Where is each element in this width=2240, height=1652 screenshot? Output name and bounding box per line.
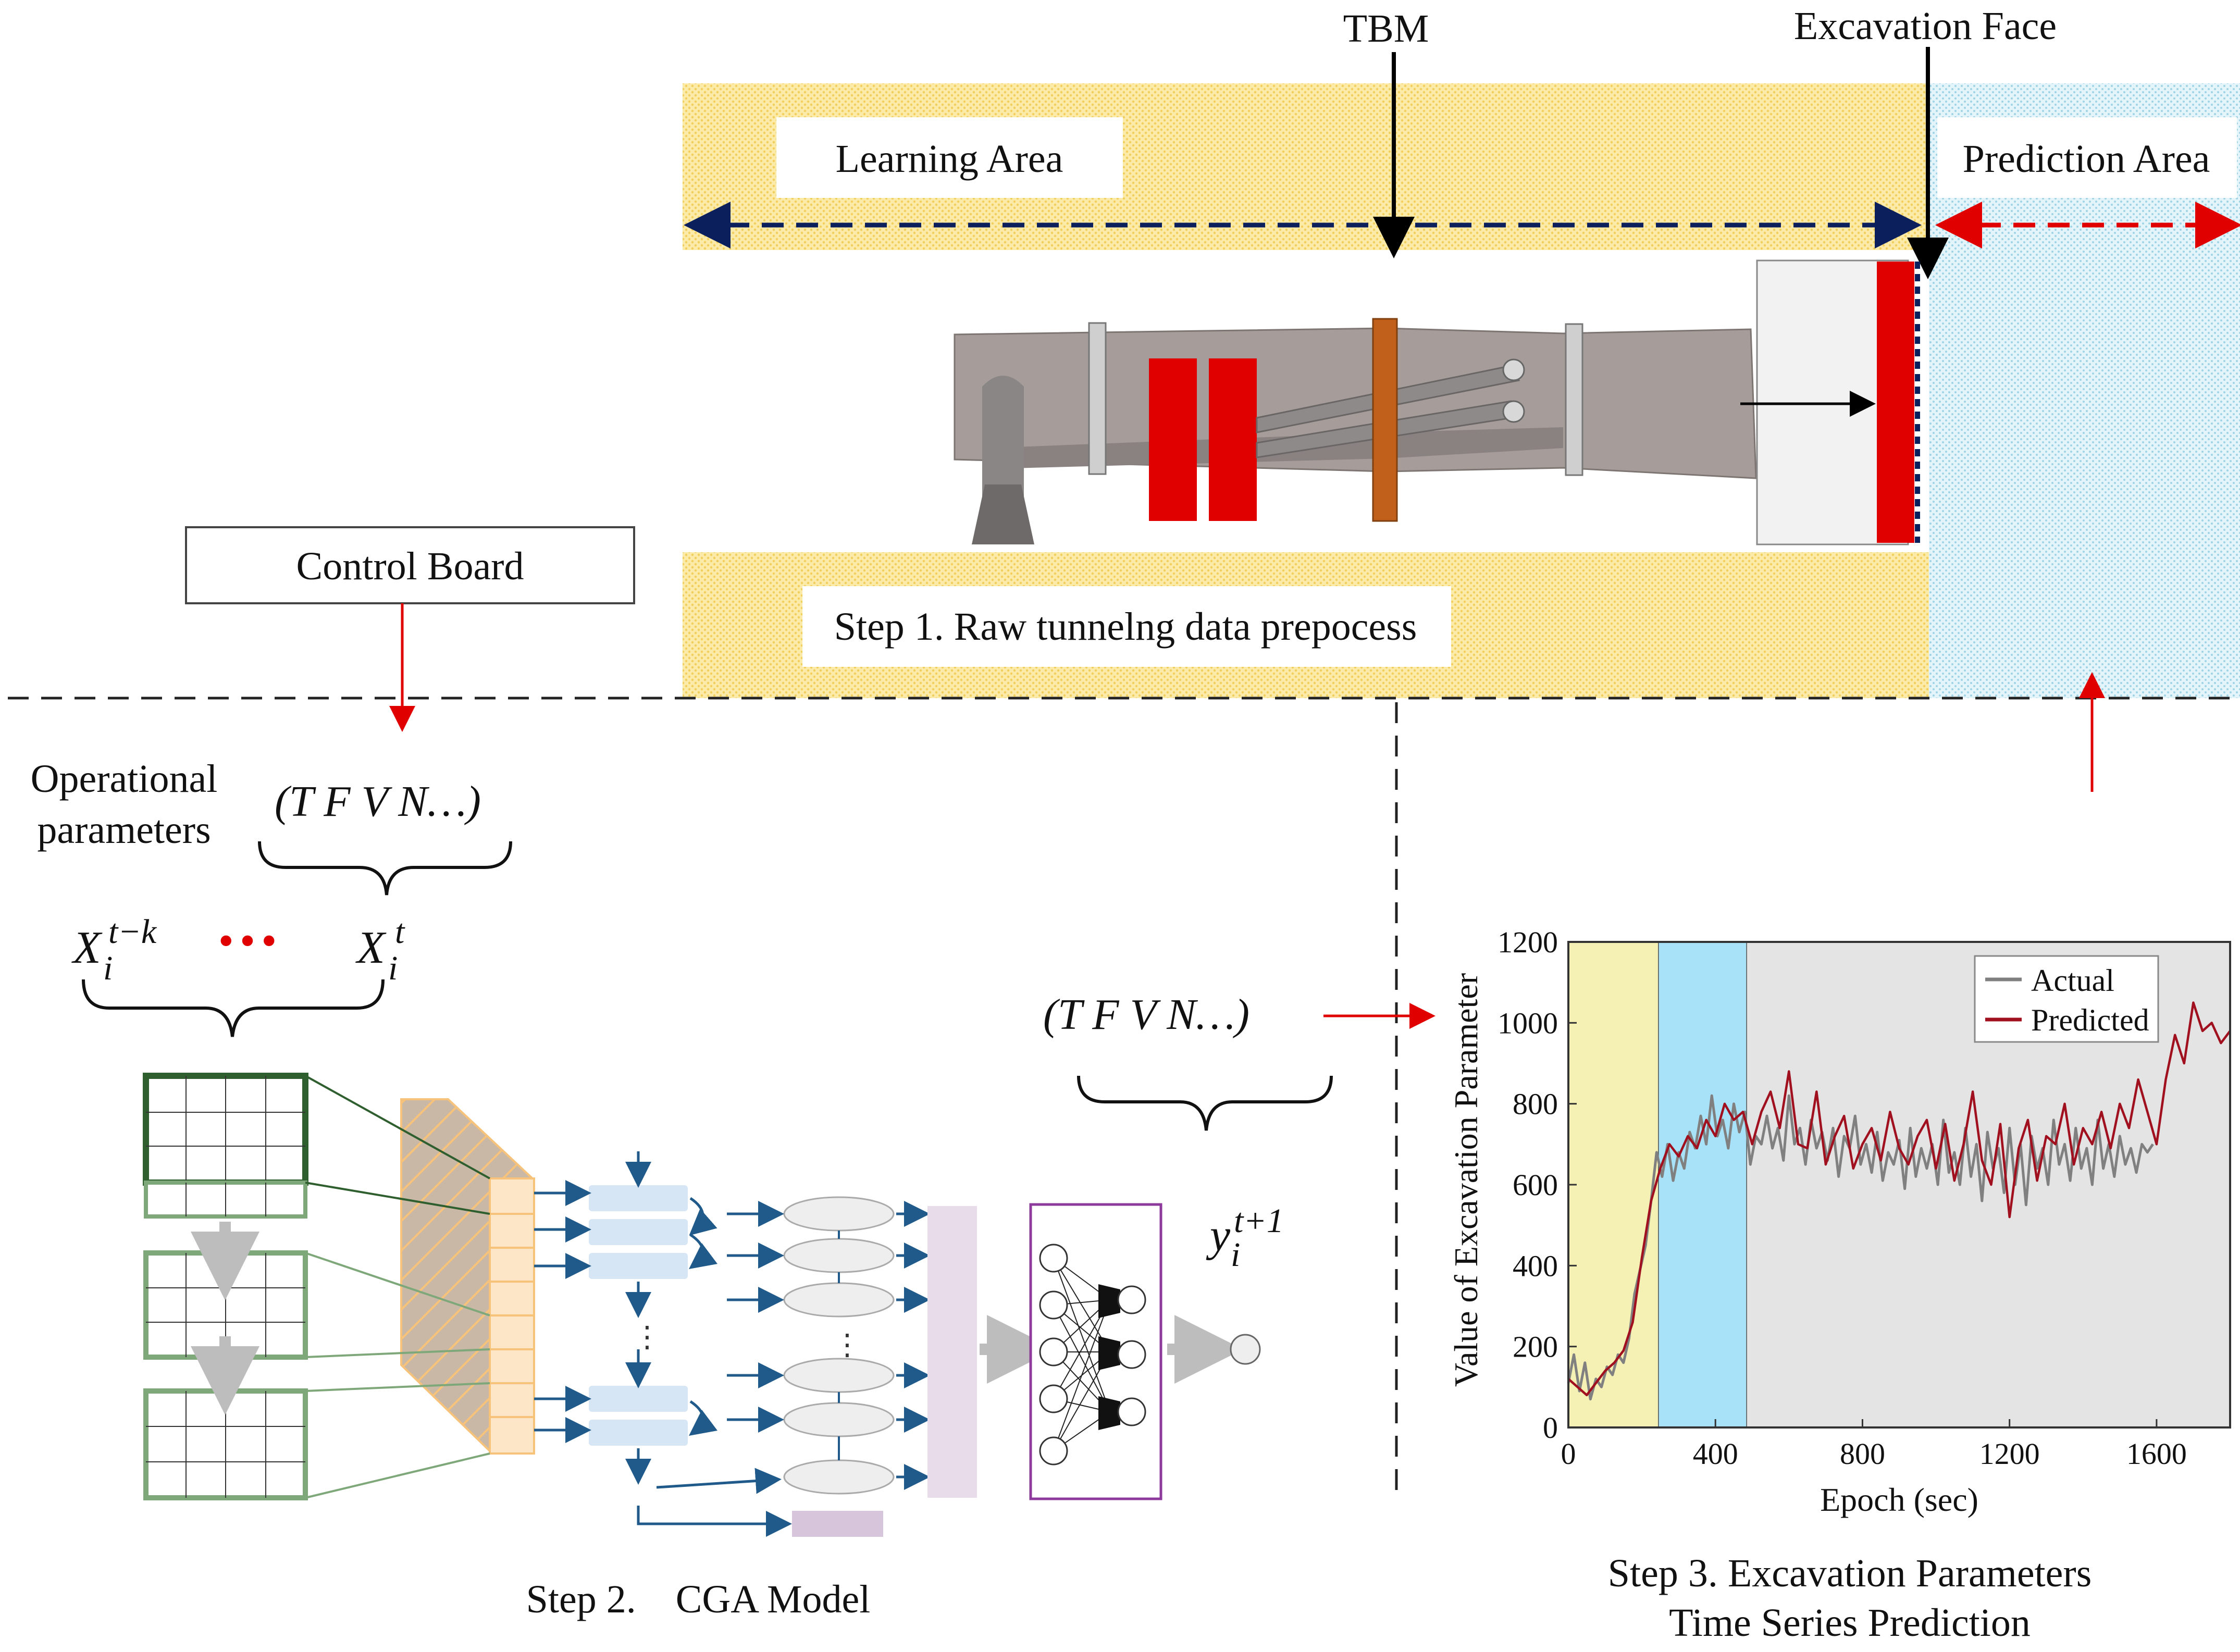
y-tick-label: 400 [1513,1249,1558,1283]
tunnel-section: Learning Area Prediction Area TBM Excava… [683,4,2240,698]
svg-text:i: i [1231,1236,1240,1274]
thrust-cylinder-1 [1149,358,1197,521]
legend-box [1974,955,2159,1043]
series-line-predicted [1567,1001,2231,1397]
attention-input-block [792,1511,883,1537]
prediction-area-label: Prediction Area [1963,137,2210,181]
input-x-first: X t−k i [71,913,157,987]
control-board-label: Control Board [296,544,524,588]
output-y: y t+1 i [1206,1202,1284,1274]
y-tick-label: 1000 [1498,1006,1558,1040]
excavation-face-label: Excavation Face [1794,4,2057,48]
chart-region-0 [1568,941,1659,1428]
gru-vdots: ⋮ [633,1320,662,1354]
cutter-head-face [1877,262,1914,543]
gru-layer: ⋮ [534,1151,883,1537]
learning-area-label: Learning Area [836,137,1063,181]
y-tick-label: 0 [1543,1411,1558,1445]
svg-text:t−k: t−k [108,913,157,951]
brace-parameters-top [258,841,512,896]
tbm-ring-segment [1372,318,1398,522]
y-tick-label: 1200 [1498,925,1558,959]
cga-model-section: Operational parameters (T F V N…) X t−k … [31,757,1435,1621]
operational-parameters-label-line2: parameters [37,808,211,852]
hidden-units-vdots: ⋮ [833,1328,862,1362]
input-matrix-1 [143,1073,308,1219]
svg-text:t: t [395,913,405,951]
control-board-box [185,526,635,604]
x-tick-label: 1200 [1979,1437,2040,1471]
step2-label: Step 2. CGA Model [526,1578,871,1621]
x-tick-label: 800 [1840,1437,1885,1471]
y-tick-label: 200 [1513,1330,1558,1364]
input-x-last: X t i [355,913,405,987]
svg-text:X: X [71,923,103,973]
svg-text:i: i [103,949,113,987]
svg-text:X: X [355,923,387,973]
svg-text:t+1: t+1 [1234,1202,1284,1240]
chart-x-axis-label: Epoch (sec) [1820,1481,1978,1518]
tbm-machine-illustration [954,259,1920,545]
step3-label-line2: Time Series Prediction [1669,1601,2031,1645]
dense-network [1029,1203,1162,1500]
chart-y-axis-label: Value of Excavation Parameter [1447,973,1484,1387]
chart-region-1 [1658,941,1747,1428]
input-matrix-3 [143,1388,308,1500]
x-tick-label: 0 [1561,1437,1576,1471]
svg-text:y: y [1206,1210,1231,1261]
conv-layer [305,1075,535,1499]
legend-label-actual: Actual [2031,963,2114,998]
x-tick-label: 400 [1693,1437,1738,1471]
tbm-label: TBM [1343,7,1429,51]
prediction-area-label-box [1937,117,2237,198]
y-tick-label: 600 [1513,1168,1558,1202]
y-tick-label: 800 [1513,1087,1558,1121]
prediction-chart: 0 400 800 1200 1600 0 200 400 600 800 1000 1200 Act… [1447,925,2231,1518]
hidden-units: ⋮ [727,1196,930,1495]
step1-label: Step 1. Raw tunnelng data prepocess [834,605,1417,649]
legend-label-predicted: Predicted [2031,1003,2149,1037]
step1-label-box [802,586,1451,667]
parameter-vector-right: (T F V N…) [1043,990,1249,1039]
chart-legend: Actual Predicted [1974,955,2159,1043]
thrust-cylinder-2 [1209,358,1257,521]
x-tick-label: 1600 [2126,1437,2187,1471]
svg-text:i: i [388,949,398,987]
brace-inputs [82,979,385,1037]
brace-parameters-right [1077,1075,1333,1131]
attention-layer [927,1206,977,1498]
step3-label-line1: Step 3. Excavation Parameters [1608,1551,2092,1595]
operational-parameters-label-line1: Operational [31,757,218,801]
parameter-vector-top: (T F V N…) [275,777,481,826]
learning-area-label-box [776,117,1123,198]
input-ellipsis: ••• [215,921,280,963]
output-node [1230,1334,1261,1365]
